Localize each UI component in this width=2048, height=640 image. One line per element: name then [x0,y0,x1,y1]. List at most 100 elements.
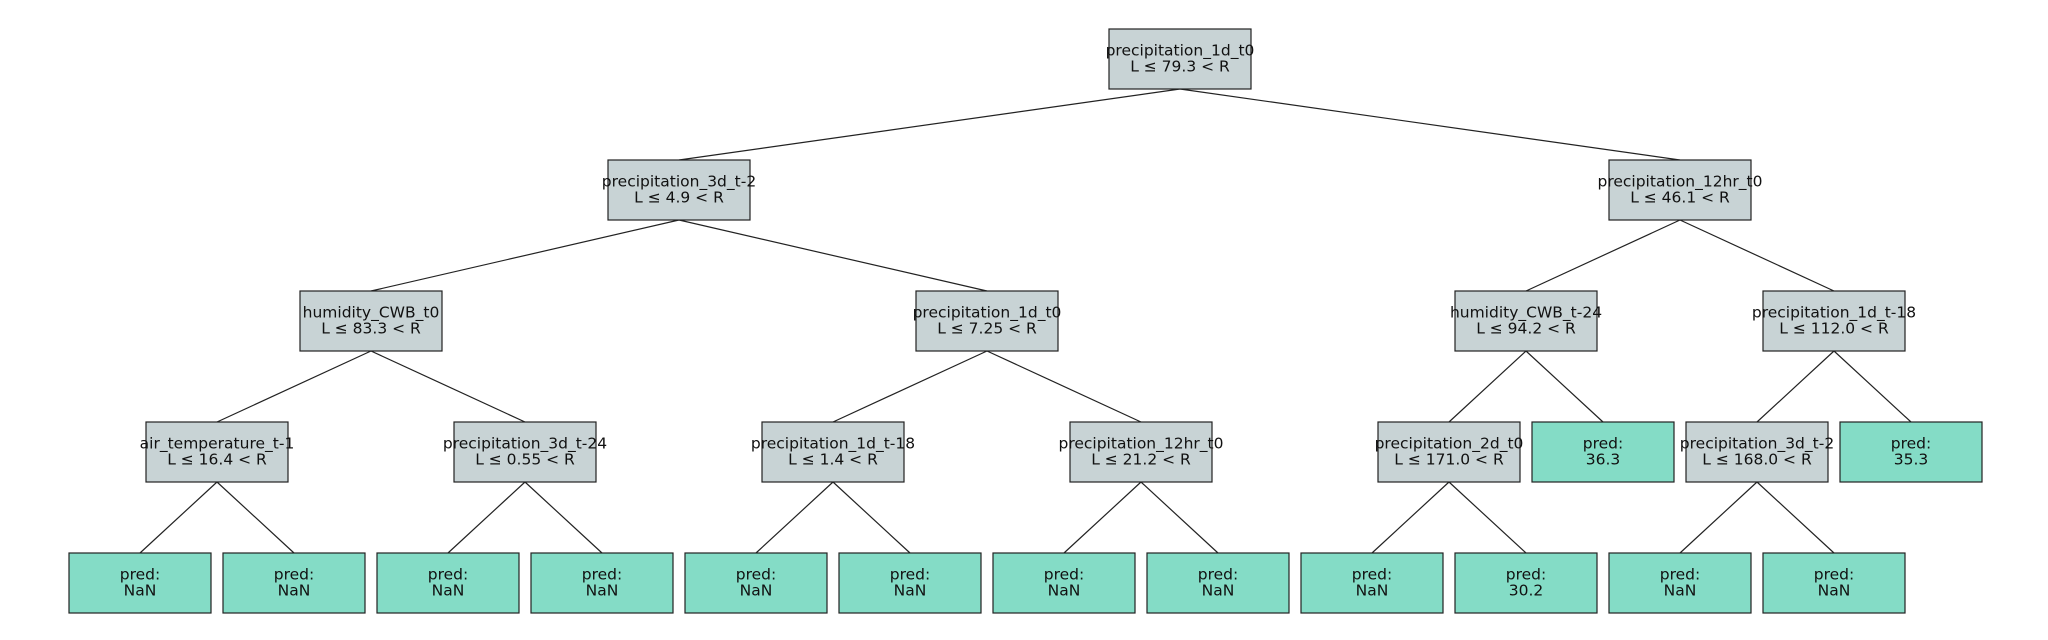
node-box [222,552,366,614]
tree-edge-n3-n7 [216,350,372,423]
tree-edge-n3-n8 [370,350,526,423]
feature-label: precipitation_3d_t-24 [443,435,607,454]
node-box [1069,421,1213,483]
feature-label: humidity_CWB_t-24 [1450,304,1602,323]
tree-edges [139,88,1912,554]
node-box [1839,421,1983,483]
split-node-n3: humidity_CWB_t0L ≤ 83.3 < R [299,290,443,352]
split-condition: L ≤ 46.1 < R [1630,189,1730,207]
tree-edge-n0-n2 [1179,88,1681,161]
split-condition: L ≤ 0.55 < R [475,451,575,469]
tree-edge-n2-n5 [1525,219,1681,292]
pred-label: pred: [274,566,314,584]
node-box [376,552,520,614]
node-box [1608,159,1752,221]
pred-value: 30.2 [1509,582,1544,600]
tree-edge-n9-n20 [832,481,911,554]
tree-edge-n10-n21 [1063,481,1142,554]
node-box [1531,421,1675,483]
pred-value: NaN [894,582,927,600]
feature-label: air_temperature_t-1 [140,435,295,454]
split-condition: L ≤ 79.3 < R [1130,58,1230,76]
split-condition: L ≤ 112.0 < R [1779,320,1889,338]
leaf-node-n21: pred:NaN [992,552,1136,614]
node-box [1377,421,1521,483]
feature-label: precipitation_2d_t0 [1375,435,1524,454]
split-condition: L ≤ 1.4 < R [788,451,878,469]
node-box [684,552,828,614]
feature-label: precipitation_12hr_t0 [1058,435,1223,454]
split-node-n10: precipitation_12hr_t0L ≤ 21.2 < R [1058,421,1224,483]
node-box [530,552,674,614]
tree-edge-n6-n13 [1756,350,1835,423]
pred-value: NaN [1048,582,1081,600]
tree-edge-n2-n6 [1679,219,1835,292]
split-node-n4: precipitation_1d_t0L ≤ 7.25 < R [913,290,1062,352]
tree-edge-n11-n23 [1371,481,1450,554]
feature-label: precipitation_1d_t0 [1106,42,1255,61]
leaf-node-n14: pred:35.3 [1839,421,1983,483]
pred-label: pred: [1814,566,1854,584]
pred-value: NaN [1818,582,1851,600]
feature-label: precipitation_3d_t-2 [1680,435,1834,454]
leaf-node-n12: pred:36.3 [1531,421,1675,483]
split-condition: L ≤ 7.25 < R [937,320,1037,338]
feature-label: precipitation_1d_t-18 [1752,304,1916,323]
pred-value: NaN [1356,582,1389,600]
node-box [299,290,443,352]
pred-value: NaN [124,582,157,600]
tree-edge-n4-n10 [986,350,1142,423]
node-box [761,421,905,483]
tree-edge-n5-n12 [1525,350,1604,423]
pred-label: pred: [1583,435,1623,453]
feature-label: precipitation_1d_t0 [913,304,1062,323]
leaf-node-n19: pred:NaN [684,552,828,614]
leaf-node-n24: pred:30.2 [1454,552,1598,614]
tree-edge-n11-n24 [1448,481,1527,554]
pred-label: pred: [1352,566,1392,584]
node-box [145,421,289,483]
split-node-n8: precipitation_3d_t-24L ≤ 0.55 < R [443,421,607,483]
split-node-n2: precipitation_12hr_t0L ≤ 46.1 < R [1597,159,1763,221]
split-node-n9: precipitation_1d_t-18L ≤ 1.4 < R [751,421,915,483]
split-condition: L ≤ 168.0 < R [1702,451,1812,469]
tree-edge-n8-n17 [447,481,526,554]
tree-edge-n1-n4 [678,219,988,292]
leaf-node-n23: pred:NaN [1300,552,1444,614]
tree-edge-n7-n16 [216,481,295,554]
node-box [1685,421,1829,483]
leaf-node-n22: pred:NaN [1146,552,1290,614]
split-condition: L ≤ 94.2 < R [1476,320,1576,338]
feature-label: precipitation_3d_t-2 [602,173,756,192]
node-box [453,421,597,483]
node-box [992,552,1136,614]
leaf-node-n25: pred:NaN [1608,552,1752,614]
node-box [915,290,1059,352]
pred-label: pred: [1891,435,1931,453]
pred-label: pred: [1198,566,1238,584]
pred-label: pred: [428,566,468,584]
split-condition: L ≤ 21.2 < R [1091,451,1191,469]
leaf-node-n17: pred:NaN [376,552,520,614]
leaf-node-n20: pred:NaN [838,552,982,614]
node-box [607,159,751,221]
node-box [1454,552,1598,614]
leaf-node-n18: pred:NaN [530,552,674,614]
split-node-n6: precipitation_1d_t-18L ≤ 112.0 < R [1752,290,1916,352]
tree-edge-n8-n18 [524,481,603,554]
feature-label: humidity_CWB_t0 [303,304,440,323]
pred-label: pred: [736,566,776,584]
split-node-n7: air_temperature_t-1L ≤ 16.4 < R [140,421,295,483]
tree-edge-n9-n19 [755,481,834,554]
pred-value: NaN [278,582,311,600]
tree-edge-n4-n9 [832,350,988,423]
leaf-node-n26: pred:NaN [1762,552,1906,614]
split-condition: L ≤ 83.3 < R [321,320,421,338]
tree-edge-n13-n26 [1756,481,1835,554]
feature-label: precipitation_1d_t-18 [751,435,915,454]
split-node-n11: precipitation_2d_t0L ≤ 171.0 < R [1375,421,1524,483]
split-condition: L ≤ 4.9 < R [634,189,724,207]
pred-value: NaN [1202,582,1235,600]
tree-edge-n1-n3 [370,219,680,292]
